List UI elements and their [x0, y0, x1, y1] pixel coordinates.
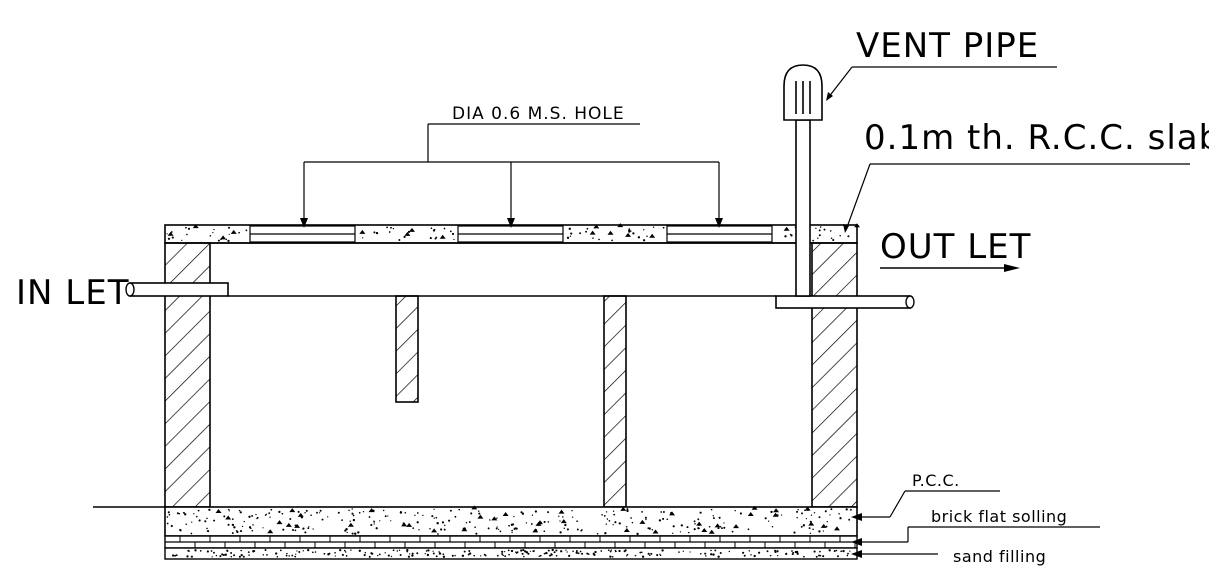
- sand-filling-label: sand filling: [953, 547, 1046, 566]
- baffle-wall-1: [395, 295, 419, 403]
- hole-label: DIA 0.6 M.S. HOLE: [452, 104, 625, 124]
- outlet-label: OUT LET: [880, 227, 1031, 267]
- ms-holes: [249, 225, 773, 243]
- hole-leader: [300, 123, 723, 228]
- slab-concrete-texture: [166, 223, 861, 243]
- pcc-label: P.C.C.: [912, 471, 960, 490]
- vent-pipe-label: VENT PIPE: [856, 26, 1039, 66]
- sand-filling-layer: [164, 547, 858, 560]
- slab-label: 0.1m th. R.C.C. slab: [864, 118, 1209, 158]
- right-wall: [811, 242, 858, 508]
- slab-leader: [843, 163, 1190, 233]
- inlet-pipe: [125, 282, 229, 297]
- brick-flat-solling-layer: [164, 535, 858, 549]
- outlet-pipe: [775, 295, 915, 309]
- baffle-wall-2: [603, 295, 627, 508]
- rcc-top-slab: [164, 223, 861, 244]
- brick-flat-solling-label: brick flat solling: [931, 507, 1067, 526]
- pcc-layer: [164, 505, 858, 537]
- vent-pipe: [783, 64, 823, 297]
- layer-leaders: [851, 490, 1100, 558]
- outlet-arrow: [880, 264, 1020, 272]
- inlet-label: IN LET: [16, 273, 129, 313]
- vent-pipe-leader: [826, 66, 1057, 101]
